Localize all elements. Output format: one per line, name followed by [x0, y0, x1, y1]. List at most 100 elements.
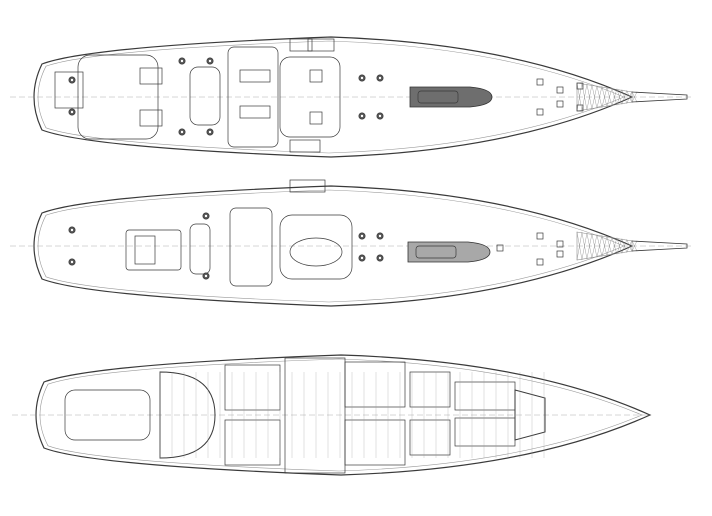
hull-outline — [33, 185, 634, 307]
main-saloon — [284, 357, 346, 474]
deck-fitting — [536, 108, 544, 116]
winch-hub — [70, 110, 74, 114]
netting-hatch — [616, 89, 623, 105]
netting-hatch — [601, 235, 608, 257]
lounge-seating — [289, 237, 343, 267]
stern-hatch — [54, 71, 84, 109]
bulwark-line — [39, 358, 643, 472]
winch-hub — [360, 114, 364, 118]
main-cockpit — [229, 207, 273, 287]
winch-hub — [208, 130, 212, 134]
netting-hatch — [616, 238, 623, 254]
netting-hatch — [576, 82, 583, 112]
bulwark-line — [37, 40, 625, 154]
deck-fitting — [556, 240, 564, 248]
winch-hub — [70, 78, 74, 82]
helm-station — [189, 66, 221, 126]
netting-hatch — [631, 91, 638, 103]
bulwark-line — [37, 189, 625, 303]
deck-fitting — [536, 232, 544, 240]
aft-cockpit — [77, 54, 159, 140]
helm-station — [189, 223, 211, 275]
winch-hub — [70, 260, 74, 264]
netting-hatch — [606, 87, 613, 107]
netting-hatch — [586, 84, 593, 110]
tender-boat — [409, 86, 493, 108]
crew-mess — [409, 419, 451, 456]
winch-hub — [180, 130, 184, 134]
winch-hub — [180, 59, 184, 63]
winch-hub — [70, 228, 74, 232]
crew-cabin — [454, 417, 516, 447]
hatch — [307, 38, 335, 52]
hatch — [289, 139, 321, 153]
winch-hub — [378, 234, 382, 238]
mast-partner — [289, 179, 326, 193]
hull-outline — [33, 36, 634, 158]
hatch — [289, 38, 313, 52]
deck-saloon — [125, 229, 182, 271]
tender-console — [415, 245, 457, 259]
winch-hub — [378, 114, 382, 118]
netting-hatch — [611, 237, 618, 255]
lazarette — [64, 389, 151, 441]
winch-hub — [204, 214, 208, 218]
main-cockpit — [227, 46, 279, 148]
bowsprit — [631, 91, 688, 103]
tender-console — [417, 90, 459, 104]
netting-hatch — [576, 231, 583, 261]
winch-hub — [378, 76, 382, 80]
deckhouse — [279, 56, 341, 138]
guest-cabin — [344, 419, 406, 466]
deck-plan-top — [10, 36, 692, 158]
netting-hatch — [631, 240, 638, 252]
saloon-seat — [134, 235, 156, 265]
hull-outline — [35, 354, 652, 476]
deck-fitting — [576, 82, 584, 90]
cabin — [224, 364, 281, 411]
deck-fitting — [536, 78, 544, 86]
crew-cabin — [454, 381, 516, 411]
deck-fitting — [556, 250, 564, 258]
netting-hatch — [596, 235, 603, 257]
netting-hatch — [611, 88, 618, 106]
netting-hatch — [621, 90, 628, 104]
cockpit-table — [239, 105, 271, 119]
cabin — [224, 419, 281, 466]
owner-suite — [159, 371, 216, 459]
galley — [409, 371, 451, 408]
interior-plan-bottom — [12, 354, 652, 476]
winch-hub — [360, 256, 364, 260]
winch-hub — [360, 76, 364, 80]
winch-hub — [360, 234, 364, 238]
deck-fitting — [536, 258, 544, 266]
netting-hatch — [601, 86, 608, 108]
winch-hub — [378, 256, 382, 260]
netting-hatch — [621, 239, 628, 253]
netting-hatch — [626, 90, 633, 104]
skylight — [309, 69, 323, 83]
netting-hatch — [626, 239, 633, 253]
forepeak — [514, 389, 546, 441]
winch-hub — [208, 59, 212, 63]
deck-fitting — [556, 100, 564, 108]
deck-fitting — [576, 104, 584, 112]
netting-hatch — [591, 234, 598, 258]
netting-hatch — [591, 85, 598, 109]
skylight — [309, 111, 323, 125]
deck-box — [139, 67, 163, 85]
netting-hatch — [581, 232, 588, 260]
deckhouse — [279, 214, 353, 280]
guest-cabin — [344, 361, 406, 408]
netting-hatch — [596, 86, 603, 108]
tender-boat — [407, 241, 491, 263]
deck-box — [139, 109, 163, 127]
winch-hub — [204, 274, 208, 278]
netting-hatch — [606, 236, 613, 256]
netting-hatch — [586, 233, 593, 259]
cockpit-table — [239, 69, 271, 83]
deck-fitting — [496, 244, 504, 252]
deck-fitting — [556, 86, 564, 94]
bowsprit — [631, 240, 688, 252]
